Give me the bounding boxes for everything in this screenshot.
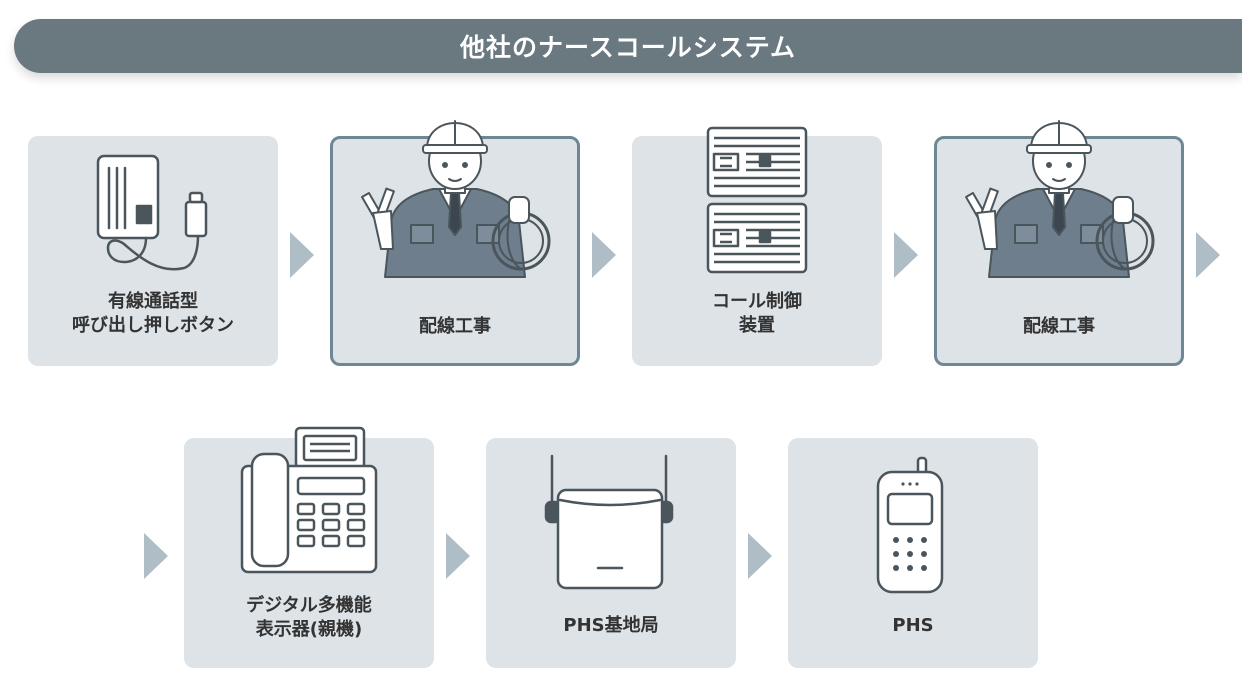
card-phs-base-station: PHS基地局: [486, 438, 736, 668]
wiring-worker-icon: [361, 120, 551, 278]
flow-arrow-icon: [290, 232, 314, 278]
flow-arrow-icon: [894, 232, 918, 278]
flow-arrow-icon: [1196, 232, 1220, 278]
card-label: PHS: [892, 615, 934, 636]
card-digital-display: デジタル多機能 表示器(親機): [184, 426, 434, 668]
phs-base-station-icon: [544, 454, 674, 590]
flow-arrow-icon: [592, 232, 616, 278]
card-phs-handset: PHS: [788, 438, 1038, 668]
card-label: デジタル多機能 表示器(親機): [246, 595, 372, 640]
flow-arrow-icon: [144, 533, 168, 579]
card-label: 配線工事: [1023, 316, 1095, 337]
phs-handset-icon: [876, 456, 944, 594]
card-call-control-unit: コール制御 装置: [632, 126, 882, 366]
card-label: コール制御 装置: [712, 291, 802, 336]
call-control-unit-icon: [706, 126, 808, 274]
card-label: 配線工事: [419, 316, 491, 337]
digital-display-phone-icon: [240, 426, 378, 574]
wiring-worker-icon: [965, 120, 1155, 278]
header-banner: 他社のナースコールシステム: [14, 19, 1242, 73]
flow-arrow-icon: [446, 533, 470, 579]
card-wiring-work: 配線工事: [934, 120, 1184, 366]
page-title: 他社のナースコールシステム: [459, 33, 796, 62]
card-label: PHS基地局: [563, 615, 659, 636]
card-wiring-work: 配線工事: [330, 120, 580, 366]
flow-arrow-icon: [748, 533, 772, 579]
card-wired-call-button: 有線通話型 呼び出し押しボタン: [28, 136, 278, 366]
wired-call-button-icon: [96, 154, 208, 271]
card-label: 有線通話型 呼び出し押しボタン: [72, 291, 234, 336]
